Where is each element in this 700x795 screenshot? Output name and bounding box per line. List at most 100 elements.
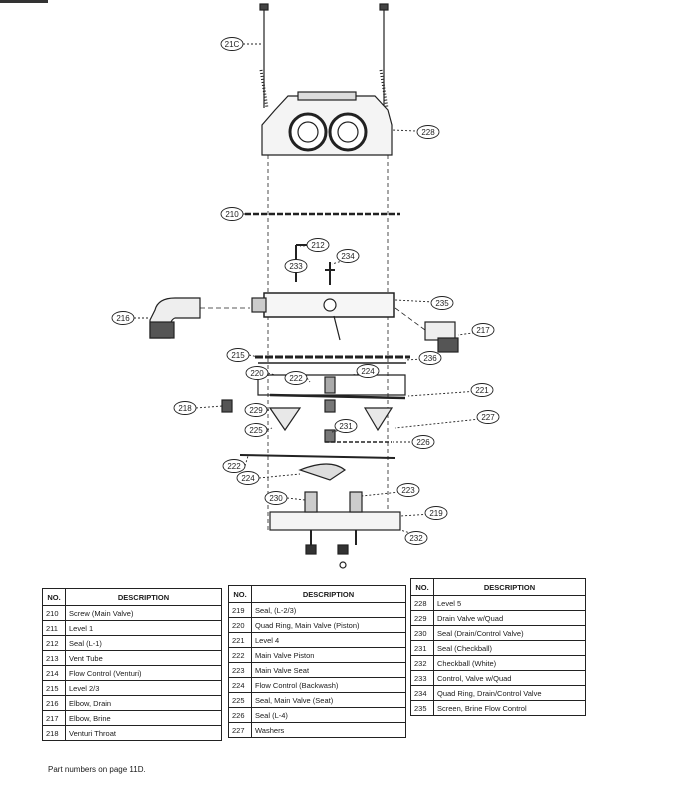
part-description: Quad Ring, Main Valve (Piston) bbox=[251, 617, 406, 633]
part-number: 231 bbox=[410, 640, 434, 656]
callout-235: 235 bbox=[394, 296, 454, 310]
part-description: Level 5 bbox=[433, 595, 586, 611]
part-description: Elbow, Brine bbox=[65, 710, 222, 726]
callout-label: 231 bbox=[339, 422, 353, 431]
drain-elbow bbox=[149, 297, 250, 339]
part-number: 223 bbox=[228, 662, 252, 678]
callout-224: 224 bbox=[236, 471, 301, 485]
part-description: Quad Ring, Drain/Control Valve bbox=[433, 685, 586, 701]
screw-right bbox=[379, 3, 389, 109]
callout-label: 220 bbox=[250, 369, 264, 378]
callout-226: 226 bbox=[393, 435, 435, 449]
callout-label: 224 bbox=[361, 367, 375, 376]
callout-232: 232 bbox=[399, 529, 428, 545]
screw-left bbox=[259, 3, 269, 109]
part-description: Seal, (L-2/3) bbox=[251, 602, 406, 618]
col-desc-header: DESCRIPTION bbox=[65, 588, 222, 606]
callout-label: 215 bbox=[231, 351, 245, 360]
callout-215: 215 bbox=[226, 348, 259, 362]
part-number: 234 bbox=[410, 685, 434, 701]
part-number: 217 bbox=[42, 710, 66, 726]
exploded-parts-diagram: 21C2282102122332342352162172152202222242… bbox=[111, 3, 500, 569]
part-number: 226 bbox=[228, 707, 252, 723]
callout-222: 222 bbox=[284, 371, 311, 385]
part-number: 215 bbox=[42, 680, 66, 696]
corner-mark bbox=[0, 0, 48, 3]
callout-217: 217 bbox=[457, 323, 495, 337]
callout-label: 216 bbox=[116, 314, 130, 323]
part-description: Seal (L-1) bbox=[65, 635, 222, 651]
part-number: 211 bbox=[42, 620, 66, 636]
part-description: Elbow, Drain bbox=[65, 695, 222, 711]
part-number: 212 bbox=[42, 635, 66, 651]
callout-234: 234 bbox=[331, 249, 360, 265]
callout-221: 221 bbox=[407, 383, 494, 397]
brine-elbow bbox=[394, 307, 459, 353]
callout-label: 224 bbox=[241, 474, 255, 483]
part-number: 225 bbox=[228, 692, 252, 708]
callout-219: 219 bbox=[399, 506, 448, 520]
part-number: 213 bbox=[42, 650, 66, 666]
callout-231: 231 bbox=[331, 419, 358, 433]
part-number: 220 bbox=[228, 617, 252, 633]
part-description: Flow Control (Venturi) bbox=[65, 665, 222, 681]
part-number: 224 bbox=[228, 677, 252, 693]
callout-label: 226 bbox=[416, 438, 430, 447]
callout-label: 233 bbox=[289, 262, 303, 271]
top-housing bbox=[261, 91, 393, 156]
callout-label: 223 bbox=[401, 486, 415, 495]
callout-label: 225 bbox=[249, 426, 263, 435]
part-description: Control, Valve w/Quad bbox=[433, 670, 586, 686]
col-no-header: NO. bbox=[42, 588, 66, 606]
part-number: 232 bbox=[410, 655, 434, 671]
part-description: Level 1 bbox=[65, 620, 222, 636]
part-number: 222 bbox=[228, 647, 252, 663]
col-no-header: NO. bbox=[410, 578, 434, 596]
part-number: 219 bbox=[228, 602, 252, 618]
callout-label: 236 bbox=[423, 354, 437, 363]
callout-210: 210 bbox=[220, 207, 250, 221]
part-description: Drain Valve w/Quad bbox=[433, 610, 586, 626]
part-description: Venturi Throat bbox=[65, 725, 222, 741]
callout-label: 227 bbox=[481, 413, 495, 422]
callout-223: 223 bbox=[361, 483, 420, 497]
callout-label: 210 bbox=[225, 210, 239, 219]
callout-label: 229 bbox=[249, 406, 263, 415]
part-description: Screw (Main Valve) bbox=[65, 605, 222, 621]
callout-236: 236 bbox=[404, 351, 442, 365]
callout-228: 228 bbox=[391, 125, 440, 139]
part-description: Flow Control (Backwash) bbox=[251, 677, 406, 693]
part-description: Checkball (White) bbox=[433, 655, 586, 671]
callout-21C: 21C bbox=[220, 37, 262, 51]
col-no-header: NO. bbox=[228, 585, 252, 603]
part-description: Seal (Drain/Control Valve) bbox=[433, 625, 586, 641]
footnote: Part numbers on page 11D. bbox=[48, 765, 146, 774]
part-number: 210 bbox=[42, 605, 66, 621]
part-description: Seal (L-4) bbox=[251, 707, 406, 723]
callout-label: 222 bbox=[289, 374, 303, 383]
callout-233: 233 bbox=[284, 259, 308, 273]
part-number: 227 bbox=[228, 722, 252, 738]
part-number: 228 bbox=[410, 595, 434, 611]
level-23-body bbox=[251, 292, 395, 341]
part-description: Main Valve Piston bbox=[251, 647, 406, 663]
